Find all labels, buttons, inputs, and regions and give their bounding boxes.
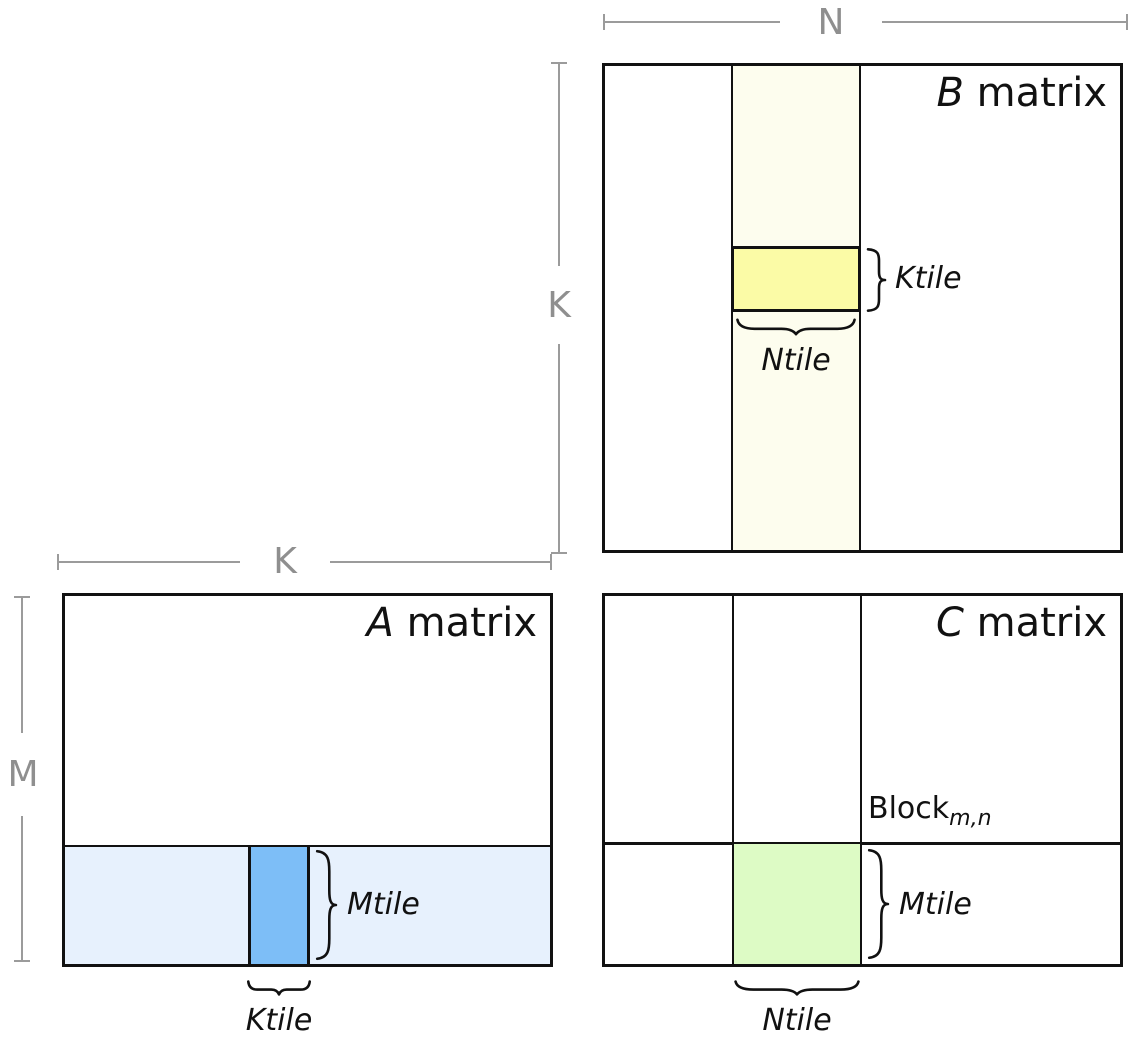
k-horiz-dim-tick-right xyxy=(550,554,552,570)
a-matrix-title: A matrix xyxy=(367,600,537,646)
c-block-base: Block xyxy=(868,791,950,826)
b-ktile-block xyxy=(731,246,861,312)
k-vert-dim-tick-bottom xyxy=(551,552,567,554)
m-dim-tick-bottom xyxy=(14,960,30,962)
c-matrix-box: C matrix Blockm,n Mtile xyxy=(602,593,1123,967)
a-mtile-brace-icon xyxy=(315,849,337,961)
k-vert-dim-line-top-segment xyxy=(558,62,560,266)
m-dim-line-bottom-segment xyxy=(21,816,23,962)
c-block-label: Blockm,n xyxy=(868,791,992,832)
k-vert-dim-line-bottom-segment xyxy=(558,344,560,554)
a-mtile-label: Mtile xyxy=(347,887,420,922)
c-ntile-brace-icon xyxy=(733,980,861,996)
n-dim-line-right-segment xyxy=(882,21,1128,23)
k-horiz-dim-label: K xyxy=(273,541,297,582)
b-ktile-brace-icon xyxy=(866,248,886,312)
c-ntile-label: Ntile xyxy=(762,1003,832,1038)
n-dim-line-left-segment xyxy=(603,21,780,23)
a-matrix-box: A matrix Mtile xyxy=(62,593,553,967)
c-column-line-left xyxy=(732,596,734,964)
c-column-line-right xyxy=(860,596,862,964)
a-matrix-word: matrix xyxy=(393,600,537,646)
c-row-line xyxy=(605,842,1120,845)
a-ktile-label: Ktile xyxy=(245,1003,313,1038)
b-matrix-box: B matrix Ktile Ntile xyxy=(602,63,1123,553)
b-ktile-label: Ktile xyxy=(895,261,962,296)
c-matrix-word: matrix xyxy=(963,600,1107,646)
c-block-tile xyxy=(732,842,862,964)
a-ktile-block xyxy=(248,845,310,964)
k-horiz-dim-line-left-segment xyxy=(57,561,240,563)
k-vert-dim-label: K xyxy=(547,285,571,326)
a-matrix-letter: A xyxy=(366,600,394,646)
c-mtile-label: Mtile xyxy=(899,887,972,922)
m-dim-line-top-segment xyxy=(21,596,23,733)
c-mtile-brace-icon xyxy=(867,848,889,960)
m-dim-label: M xyxy=(7,754,39,795)
b-ntile-label: Ntile xyxy=(761,343,831,378)
c-matrix-title: C matrix xyxy=(936,600,1107,646)
b-matrix-letter: B xyxy=(936,70,964,116)
n-dim-tick-right xyxy=(1126,14,1128,30)
c-block-subscript: m,n xyxy=(949,806,992,831)
b-matrix-word: matrix xyxy=(963,70,1107,116)
b-ntile-brace-icon xyxy=(735,318,857,336)
n-dim-label: N xyxy=(817,2,845,43)
a-ktile-brace-icon xyxy=(247,980,311,996)
b-matrix-title: B matrix xyxy=(936,70,1107,116)
k-horiz-dim-line-right-segment xyxy=(330,561,552,563)
c-matrix-letter: C xyxy=(935,600,964,646)
